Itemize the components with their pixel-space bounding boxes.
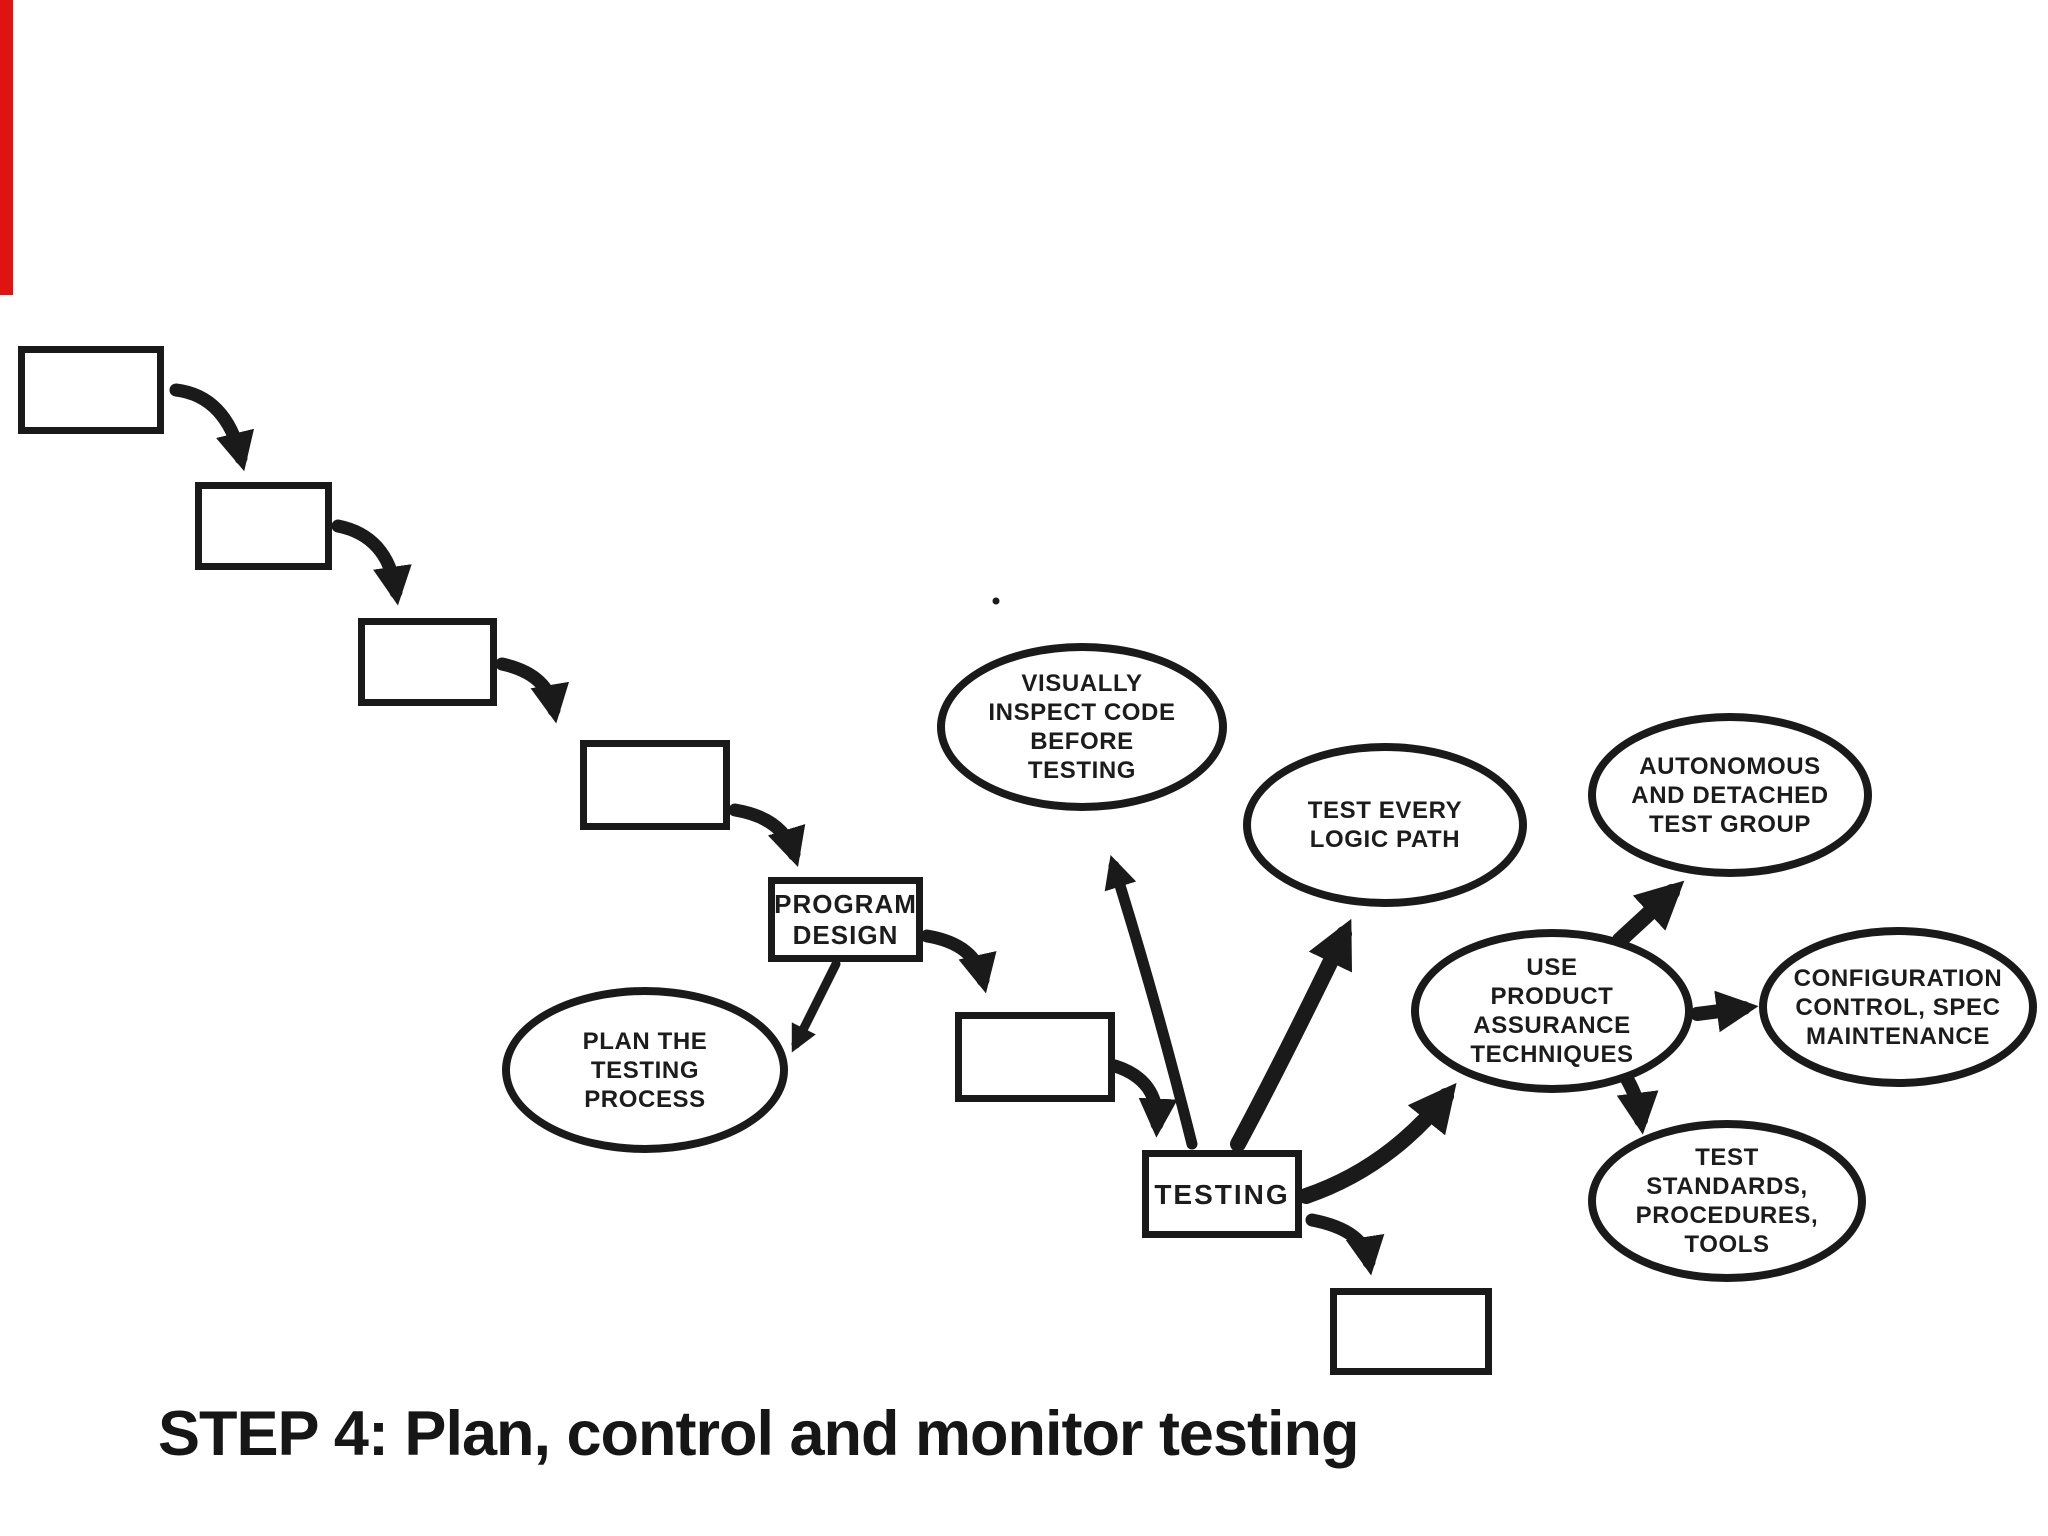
testing-box: TESTING [1142, 1150, 1302, 1238]
test-standards-label: TEST STANDARDS, PROCEDURES, TOOLS [1635, 1144, 1819, 1258]
flow-box-4 [580, 740, 730, 830]
arrow-use-product-autonomous-icon [1612, 880, 1685, 948]
use-product-label: USE PRODUCT ASSURANCE TECHNIQUES [1470, 954, 1634, 1068]
arrow-use-product-standards-icon [1616, 1067, 1659, 1135]
arrow-program-design-coding-icon [920, 929, 997, 994]
arrow-testing-visually-inspect-icon [1104, 854, 1198, 1150]
visually-inspect-label: VISUALLY INSPECT CODE BEFORE TESTING [988, 670, 1176, 784]
red-edge-bar [0, 0, 13, 295]
test-every-path-label: TEST EVERY LOGIC PATH [1307, 797, 1463, 853]
coding-box [955, 1012, 1115, 1102]
arrow-testing-use-product-icon [1298, 1082, 1457, 1204]
config-control-ellipse: CONFIGURATION CONTROL, SPEC MAINTENANCE [1759, 927, 2037, 1087]
plan-testing-label: PLAN THE TESTING PROCESS [582, 1027, 708, 1113]
arrow-coding-testing-icon [1108, 1059, 1178, 1138]
program-design-box: PROGRAM DESIGN [768, 877, 923, 962]
use-product-ellipse: USE PRODUCT ASSURANCE TECHNIQUES [1411, 929, 1693, 1093]
program-design-label: PROGRAM DESIGN [774, 888, 917, 950]
followup-box [1330, 1288, 1492, 1375]
flow-box-1 [18, 346, 164, 434]
arrow-flow-4-program-design-icon [728, 803, 806, 868]
arrow-flow-1-2-icon [169, 383, 254, 472]
arrow-flow-2-3-icon [331, 519, 412, 606]
config-control-label: CONFIGURATION CONTROL, SPEC MAINTENANCE [1793, 964, 2003, 1050]
test-every-path-ellipse: TEST EVERY LOGIC PATH [1243, 743, 1527, 907]
visually-inspect-ellipse: VISUALLY INSPECT CODE BEFORE TESTING [937, 643, 1227, 811]
autonomous-group-label: AUTONOMOUS AND DETACHED TEST GROUP [1631, 752, 1829, 838]
arrow-use-product-config-icon [1690, 990, 1759, 1033]
arrow-testing-logic-path-icon [1230, 918, 1352, 1152]
stray-dot [992, 597, 1000, 605]
arrow-flow-3-4-icon [495, 657, 570, 724]
arrow-program-design-plan-icon [791, 959, 841, 1053]
testing-label: TESTING [1154, 1178, 1290, 1210]
plan-testing-ellipse: PLAN THE TESTING PROCESS [502, 987, 788, 1153]
step-caption: STEP 4: Plan, control and monitor testin… [158, 1399, 1359, 1469]
test-standards-ellipse: TEST STANDARDS, PROCEDURES, TOOLS [1588, 1120, 1866, 1282]
autonomous-group-ellipse: AUTONOMOUS AND DETACHED TEST GROUP [1588, 713, 1872, 877]
flow-box-3 [358, 618, 497, 706]
flow-box-2 [195, 482, 332, 570]
arrow-testing-followup-icon [1305, 1213, 1385, 1276]
